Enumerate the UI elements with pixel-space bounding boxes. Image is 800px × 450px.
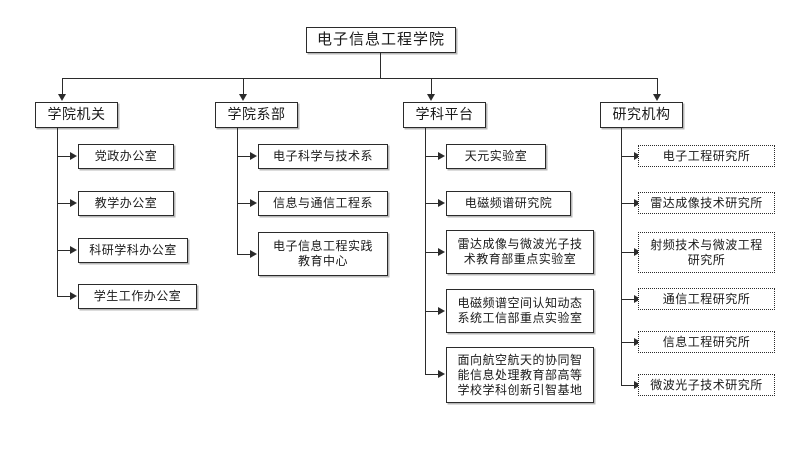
arrow-down-2: [239, 94, 247, 101]
branch-2-arrow-2: [250, 199, 257, 207]
branch-label-2: 学院系部: [227, 106, 286, 123]
branch-2-link-2: [237, 203, 251, 204]
branch-2-arrow-3: [250, 250, 257, 258]
branch-1-arrow-4: [70, 292, 77, 300]
branch-3-link-5: [425, 374, 439, 375]
branch-4-link-1: [621, 156, 635, 157]
branch-label-4: 研究机构: [612, 106, 671, 123]
branch-2-link-1: [237, 156, 251, 157]
root-node-label: 电子信息工程学院: [316, 30, 445, 48]
leaf-label-4-3: 射频技术与微波工程 研究所: [650, 237, 763, 267]
branch-1-arrow-1: [70, 152, 77, 160]
branch-1-link-1: [57, 156, 71, 157]
branch-trunk-2: [237, 128, 238, 254]
leaf-node-radar-imaging-microwave-photonics-lab[interactable]: 雷达成像与微波光子技 术教育部重点实验室: [446, 230, 594, 274]
branch-3-arrow-5: [438, 370, 445, 378]
leaf-label-4-5: 信息工程研究所: [662, 334, 751, 349]
root-node-college[interactable]: 电子信息工程学院: [306, 27, 456, 53]
branch-3-arrow-2: [438, 199, 445, 207]
leaf-node-student-affairs-office[interactable]: 学生工作办公室: [78, 284, 197, 309]
leaf-node-electronic-engineering-institute[interactable]: 电子工程研究所: [638, 145, 775, 167]
branch-1-link-2: [57, 203, 71, 204]
leaf-node-party-affairs-office[interactable]: 党政办公室: [78, 144, 174, 169]
leaf-label-4-4: 通信工程研究所: [662, 291, 751, 306]
branch-label-3: 学科平台: [415, 106, 474, 123]
bus-drop-3: [431, 78, 432, 94]
branch-1-arrow-3: [70, 246, 77, 254]
branch-4-arrow-2: [634, 199, 641, 207]
leaf-node-spectrum-cognition-dynamic-system-lab[interactable]: 电磁频谱空间认知动态 系统工信部重点实验室: [446, 289, 594, 333]
branch-3-arrow-3: [438, 248, 445, 256]
arrow-down-1: [58, 94, 66, 101]
leaf-node-information-engineering-institute[interactable]: 信息工程研究所: [638, 331, 775, 353]
branch-4-arrow-3: [634, 248, 641, 256]
leaf-node-electronic-science-technology-dept[interactable]: 电子科学与技术系: [258, 144, 388, 169]
branch-4-arrow-1: [634, 152, 641, 160]
leaf-label-3-5: 面向航空航天的协同智 能信息处理教育部高等 学校学科创新引智基地: [457, 352, 583, 397]
branch-1-arrow-2: [70, 199, 77, 207]
leaf-node-radar-imaging-technology-institute[interactable]: 雷达成像技术研究所: [638, 192, 775, 214]
branch-4-arrow-4: [634, 295, 641, 303]
leaf-node-information-communication-engineering-dept[interactable]: 信息与通信工程系: [258, 191, 388, 216]
leaf-label-3-2: 电磁频谱研究院: [464, 196, 553, 210]
leaf-node-microwave-photonics-technology-institute[interactable]: 微波光子技术研究所: [638, 374, 775, 396]
branch-4-link-3: [621, 252, 635, 253]
branch-4-arrow-6: [634, 381, 641, 389]
leaf-label-1-2: 教学办公室: [94, 196, 158, 210]
leaf-label-2-2: 信息与通信工程系: [272, 196, 373, 210]
bus-drop-4: [657, 78, 658, 94]
branch-node-departments[interactable]: 学院系部: [215, 102, 298, 128]
branch-3-link-4: [425, 311, 439, 312]
leaf-label-1-1: 党政办公室: [94, 149, 158, 163]
leaf-label-4-6: 微波光子技术研究所: [650, 377, 763, 392]
branch-trunk-3: [425, 128, 426, 374]
branch-1-link-3: [57, 250, 71, 251]
leaf-node-electromagnetic-spectrum-institute[interactable]: 电磁频谱研究院: [446, 191, 571, 216]
bus-drop-2: [243, 78, 244, 94]
branch-3-link-2: [425, 203, 439, 204]
branch-4-link-2: [621, 203, 635, 204]
leaf-node-teaching-office[interactable]: 教学办公室: [78, 191, 174, 216]
leaf-label-2-1: 电子科学与技术系: [272, 149, 373, 163]
branch-2-link-3: [237, 254, 251, 255]
branch-3-arrow-1: [438, 152, 445, 160]
leaf-node-communication-engineering-institute[interactable]: 通信工程研究所: [638, 288, 775, 310]
root-bus: [62, 78, 657, 79]
branch-1-link-4: [57, 296, 71, 297]
leaf-label-3-3: 雷达成像与微波光子技 术教育部重点实验室: [457, 237, 583, 266]
leaf-label-3-1: 天元实验室: [464, 149, 528, 163]
branch-3-link-3: [425, 252, 439, 253]
branch-3-link-1: [425, 156, 439, 157]
branch-3-arrow-4: [438, 307, 445, 315]
branch-4-arrow-5: [634, 338, 641, 346]
leaf-label-3-4: 电磁频谱空间认知动态 系统工信部重点实验室: [457, 296, 583, 325]
leaf-label-2-3: 电子信息工程实践 教育中心: [272, 239, 373, 268]
arrow-down-3: [427, 94, 435, 101]
leaf-label-4-2: 雷达成像技术研究所: [650, 195, 763, 210]
branch-node-research-institutes[interactable]: 研究机构: [600, 102, 683, 128]
branch-node-discipline-platform[interactable]: 学科平台: [403, 102, 486, 128]
bus-drop-1: [62, 78, 63, 94]
root-stem: [380, 53, 381, 78]
branch-4-link-4: [621, 299, 635, 300]
leaf-label-4-1: 电子工程研究所: [662, 148, 751, 163]
branch-4-link-5: [621, 342, 635, 343]
arrow-down-4: [653, 94, 661, 101]
branch-4-link-6: [621, 385, 635, 386]
branch-2-arrow-1: [250, 152, 257, 160]
leaf-node-rf-technology-microwave-engineering-institute[interactable]: 射频技术与微波工程 研究所: [638, 232, 775, 273]
leaf-node-aerospace-collaborative-intelligence-base[interactable]: 面向航空航天的协同智 能信息处理教育部高等 学校学科创新引智基地: [446, 347, 594, 403]
leaf-node-research-discipline-office[interactable]: 科研学科办公室: [78, 238, 188, 263]
branch-trunk-4: [621, 128, 622, 385]
leaf-node-electronic-info-engineering-practice-center[interactable]: 电子信息工程实践 教育中心: [258, 232, 388, 276]
leaf-label-1-4: 学生工作办公室: [93, 289, 182, 303]
leaf-label-1-3: 科研学科办公室: [89, 243, 177, 257]
branch-label-1: 学院机关: [47, 106, 106, 123]
leaf-node-tianyuan-lab[interactable]: 天元实验室: [446, 144, 546, 169]
branch-trunk-1: [57, 128, 58, 296]
branch-node-administration[interactable]: 学院机关: [35, 102, 118, 128]
